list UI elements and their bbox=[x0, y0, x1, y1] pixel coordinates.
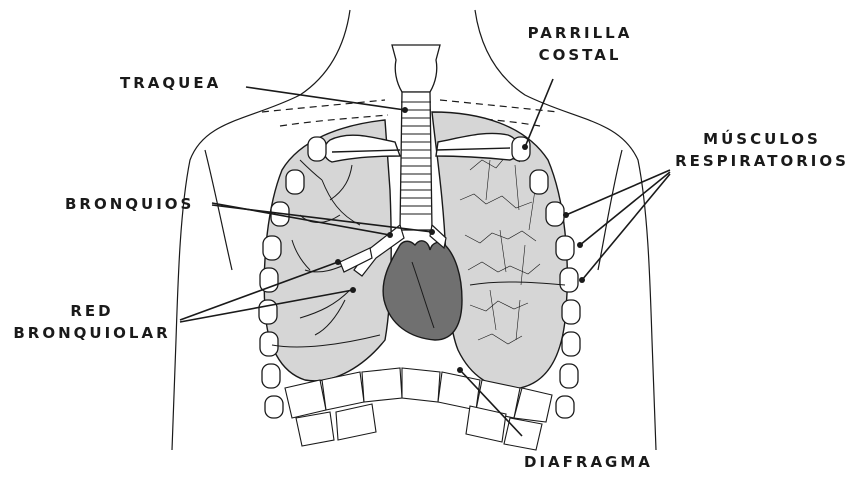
trachea-drawing bbox=[392, 45, 440, 230]
label-diafragma: DIAFRAGMA bbox=[524, 451, 653, 473]
label-parrilla-line1: PARRILLA bbox=[520, 22, 640, 44]
label-traquea: TRAQUEA bbox=[120, 72, 221, 94]
label-musculos-line2: RESPIRATORIOS bbox=[662, 150, 862, 172]
label-musculos-line1: MÚSCULOS bbox=[662, 128, 862, 150]
label-red-bronquiolar: RED BRONQUIOLAR bbox=[4, 300, 180, 344]
label-parrilla-costal: PARRILLA COSTAL bbox=[520, 22, 640, 66]
leader-parrilla bbox=[525, 79, 553, 147]
leader-traquea bbox=[246, 87, 405, 110]
label-bronquios: BRONQUIOS bbox=[65, 193, 194, 215]
label-red-line2: BRONQUIOLAR bbox=[4, 322, 180, 344]
label-red-line1: RED bbox=[4, 300, 180, 322]
heart bbox=[383, 241, 462, 340]
label-musculos-respiratorios: MÚSCULOS RESPIRATORIOS bbox=[662, 128, 862, 172]
label-parrilla-line2: COSTAL bbox=[520, 44, 640, 66]
leader-musculos-2 bbox=[580, 172, 670, 245]
